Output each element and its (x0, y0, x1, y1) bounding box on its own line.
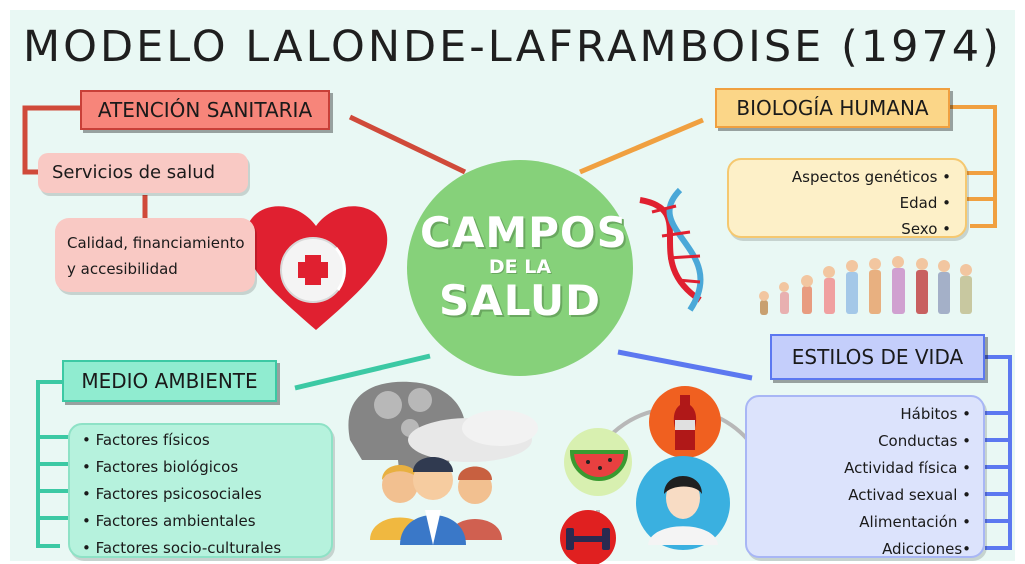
biologia-item: Sexo • (901, 220, 951, 238)
biologia-item: Edad • (899, 194, 951, 212)
page-title: MODELO LALONDE-LAFRAMBOISE (1974) (23, 22, 1002, 72)
biologia-list: Aspectos genéticos • Edad • Sexo • (729, 164, 951, 242)
calidad-box: Calidad, financiamiento y accesibilidad (55, 218, 255, 292)
medio-box: • Factores físicos • Factores biológicos… (68, 423, 333, 558)
biologia-item: Aspectos genéticos • (791, 168, 951, 186)
bracket-biologia (950, 105, 997, 228)
heart-first-aid-icon (244, 206, 388, 330)
estilos-item: Hábitos • (900, 405, 971, 423)
estilos-item: Adicciones• (882, 540, 971, 558)
center-line-3: SALUD (439, 276, 601, 325)
watermelon-icon (564, 428, 632, 496)
dumbbell-icon (560, 510, 616, 564)
biologia-header: BIOLOGÍA HUMANA (715, 88, 950, 128)
people-group-icon (370, 457, 502, 545)
estilos-header: ESTILOS DE VIDA (770, 334, 985, 380)
atencion-header: ATENCIÓN SANITARIA (80, 90, 330, 130)
head-gears-icon (348, 381, 538, 480)
medio-item: • Factores biológicos (82, 458, 239, 476)
calidad-line-2: y accesibilidad (67, 260, 178, 278)
estilos-box: Hábitos • Conductas • Actividad física •… (745, 395, 985, 558)
center-label: CAMPOS DE LA SALUD (420, 208, 628, 325)
dna-icon (639, 187, 704, 312)
medio-item: • Factores ambientales (82, 512, 256, 530)
estilos-item: Alimentación • (859, 513, 971, 531)
estilos-item: Conductas • (878, 432, 971, 450)
person-avatar-icon (636, 456, 730, 550)
medio-header: MEDIO AMBIENTE (62, 360, 277, 402)
human-growth-icon (759, 256, 972, 315)
bracket-estilos (985, 355, 1012, 550)
servicios-box: Servicios de salud (38, 153, 248, 193)
center-line-1: CAMPOS (420, 208, 628, 257)
connector-biologia (579, 117, 704, 175)
biologia-box: Aspectos genéticos • Edad • Sexo • (727, 158, 967, 238)
medio-list: • Factores físicos • Factores biológicos… (82, 427, 331, 562)
medio-item: • Factores psicosociales (82, 485, 262, 503)
center-circle (407, 160, 633, 376)
bracket-atencion (22, 105, 80, 175)
medio-item: • Factores físicos (82, 431, 210, 449)
medio-item: • Factores socio-culturales (82, 539, 282, 557)
connector-estilos (617, 349, 753, 381)
estilos-item: Actividad física • (844, 459, 971, 477)
estilos-list: Hábitos • Conductas • Actividad física •… (747, 401, 971, 563)
calidad-line-1: Calidad, financiamiento (67, 234, 245, 252)
connector-atencion (348, 114, 467, 175)
estilos-item: Activad sexual • (848, 486, 971, 504)
connector-medio (294, 353, 431, 391)
center-line-2: DE LA (488, 256, 552, 278)
soda-bottle-icon (649, 386, 721, 458)
